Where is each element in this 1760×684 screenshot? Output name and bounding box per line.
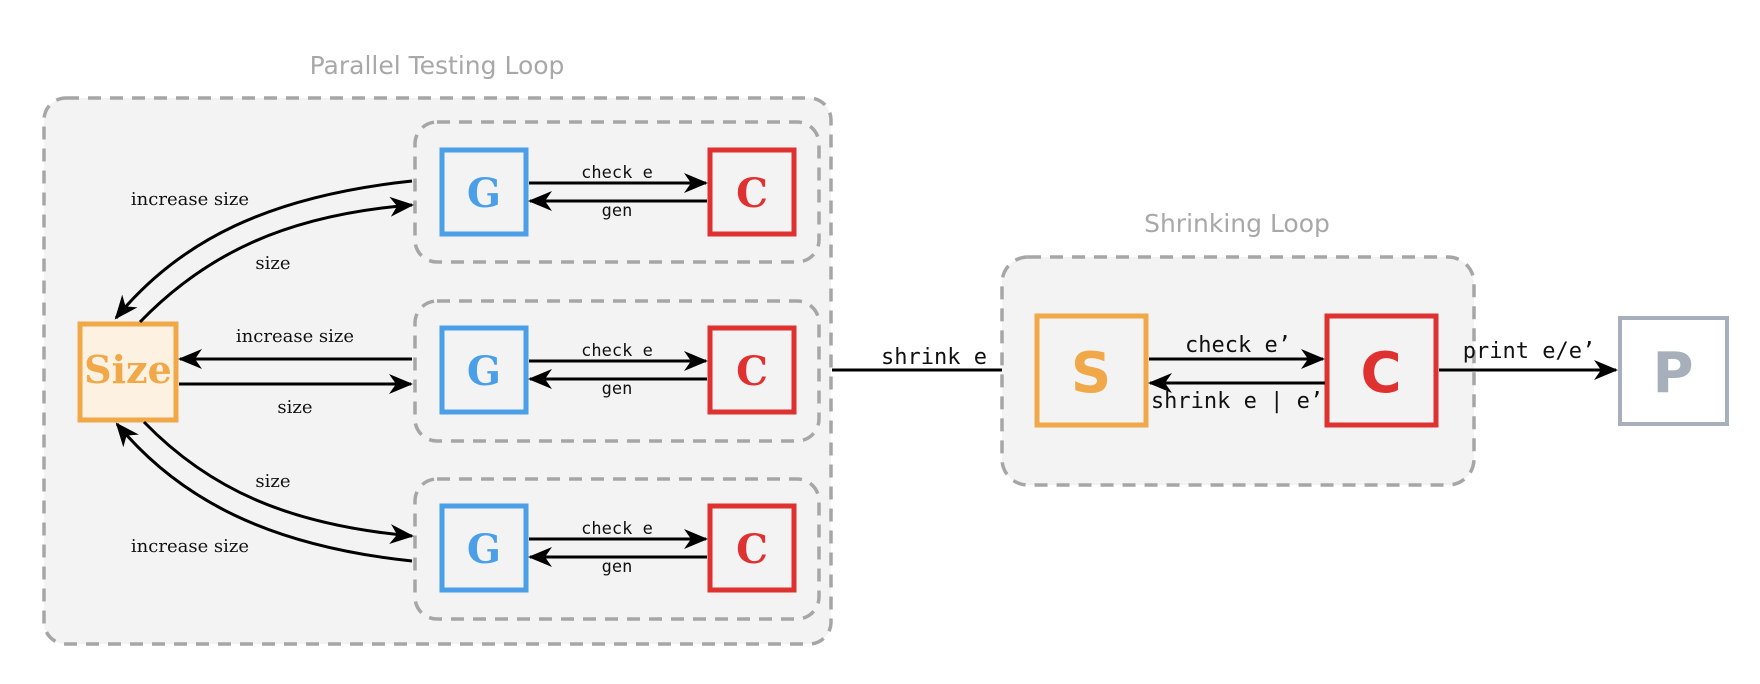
size-label-bottom: size [255, 471, 290, 492]
generator-label-bottom: G [467, 526, 501, 573]
generator-label-top: G [467, 170, 501, 217]
print-label: print e/e’ [1463, 339, 1595, 364]
generator-label-middle: G [467, 348, 501, 395]
gen-label-middle: gen [602, 379, 633, 399]
check-label-bottom: check e [581, 519, 653, 539]
shrink-label: shrink e [881, 345, 987, 370]
generator-node-bottom [439, 503, 529, 593]
generator-node-middle [439, 325, 529, 415]
printer-node [1618, 316, 1729, 426]
checker-node-top [707, 147, 797, 237]
size-node [77, 321, 179, 423]
increase-size-arrow-top [114, 179, 413, 320]
checker-node-middle [707, 325, 797, 415]
increase-size-label-middle: increase size [236, 326, 354, 347]
checker-label-bottom: C [736, 526, 768, 573]
shrink-checker-label: C [1360, 341, 1401, 406]
size-label-middle: size [277, 397, 312, 418]
parallel-loop-title: Parallel Testing Loop [310, 51, 565, 80]
size-arrow-bottom [142, 420, 414, 544]
shrinker-node [1034, 313, 1149, 428]
size-label-top: size [255, 253, 290, 274]
check-e-prime-label: check e’ [1185, 333, 1291, 358]
checker-label-middle: C [736, 348, 768, 395]
increase-size-label-top: increase size [131, 189, 249, 210]
checker-label-top: C [736, 170, 768, 217]
shrink-e-prime-label: shrink e | e’ [1151, 389, 1323, 414]
parallel-testing-loop: Parallel Testing Loop Size G C check e g… [42, 51, 833, 646]
shrinking-loop: Shrinking Loop S C check e’ shrink e | e… [1000, 209, 1476, 487]
shrink-checker-node [1324, 313, 1439, 428]
size-node-label: Size [84, 347, 172, 392]
check-label-middle: check e [581, 341, 653, 361]
gen-label-top: gen [602, 201, 633, 221]
increase-size-label-bottom: increase size [131, 536, 249, 557]
check-label-top: check e [581, 163, 653, 183]
gen-label-bottom: gen [602, 557, 633, 577]
shrinking-loop-title: Shrinking Loop [1144, 209, 1330, 238]
generator-node-top [439, 147, 529, 237]
increase-size-arrow-bottom [115, 422, 413, 563]
checker-node-bottom [707, 503, 797, 593]
size-arrow-top [138, 196, 414, 324]
shrinker-label: S [1071, 341, 1111, 406]
printer-label: P [1652, 341, 1693, 406]
